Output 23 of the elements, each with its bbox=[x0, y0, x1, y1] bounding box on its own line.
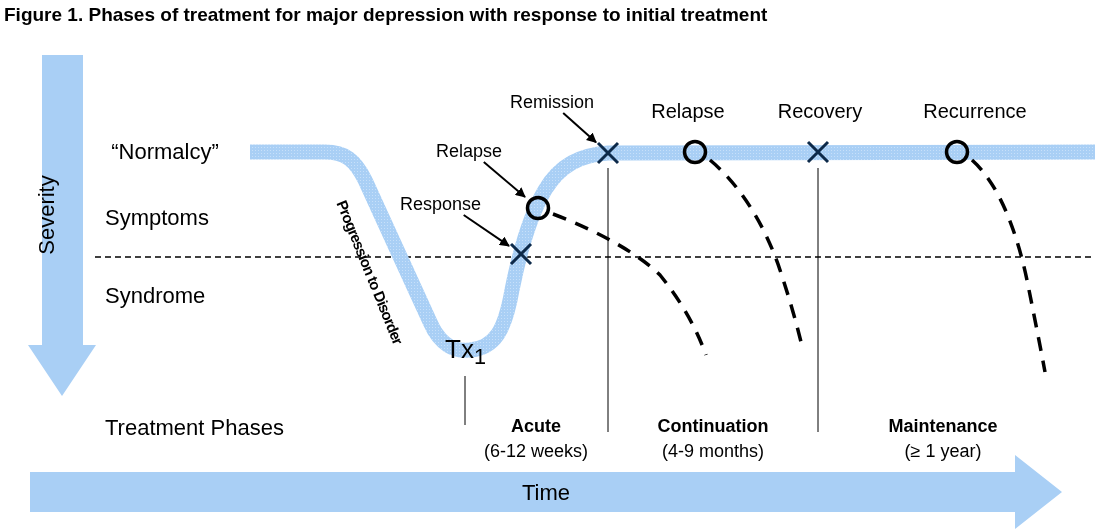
phase-name: Acute bbox=[511, 417, 561, 435]
marker-label: Remission bbox=[510, 93, 595, 111]
leader-arrow bbox=[482, 161, 526, 198]
leader-arrow bbox=[462, 214, 510, 247]
phase-label: Relapse bbox=[651, 101, 725, 121]
marker-label: Relapse bbox=[436, 142, 503, 160]
level-label: “Normalcy” bbox=[111, 141, 219, 163]
row-label: Treatment Phases bbox=[105, 417, 284, 439]
axis-label: Time bbox=[521, 482, 571, 504]
level-label: Symptoms bbox=[105, 207, 209, 229]
phase-name: Continuation bbox=[657, 417, 769, 435]
leader-arrow bbox=[562, 112, 597, 144]
phase-name: Maintenance bbox=[888, 417, 998, 435]
axis-label: Severity bbox=[36, 175, 58, 255]
treatment-label: Tx$_{1}$ bbox=[445, 336, 486, 368]
marker-label: Response bbox=[400, 195, 482, 213]
phase-duration: (4-9 months) bbox=[662, 442, 764, 460]
phase-duration: (6-12 weeks) bbox=[484, 442, 588, 460]
figure-title: Figure 1. Phases of treatment for major depression with response to initial treatment bbox=[4, 4, 768, 26]
phase-label: Recurrence bbox=[923, 101, 1027, 121]
phase-duration: (≥ 1 year) bbox=[904, 442, 982, 460]
phase-label: Recovery bbox=[777, 101, 863, 121]
level-label: Syndrome bbox=[105, 285, 206, 307]
